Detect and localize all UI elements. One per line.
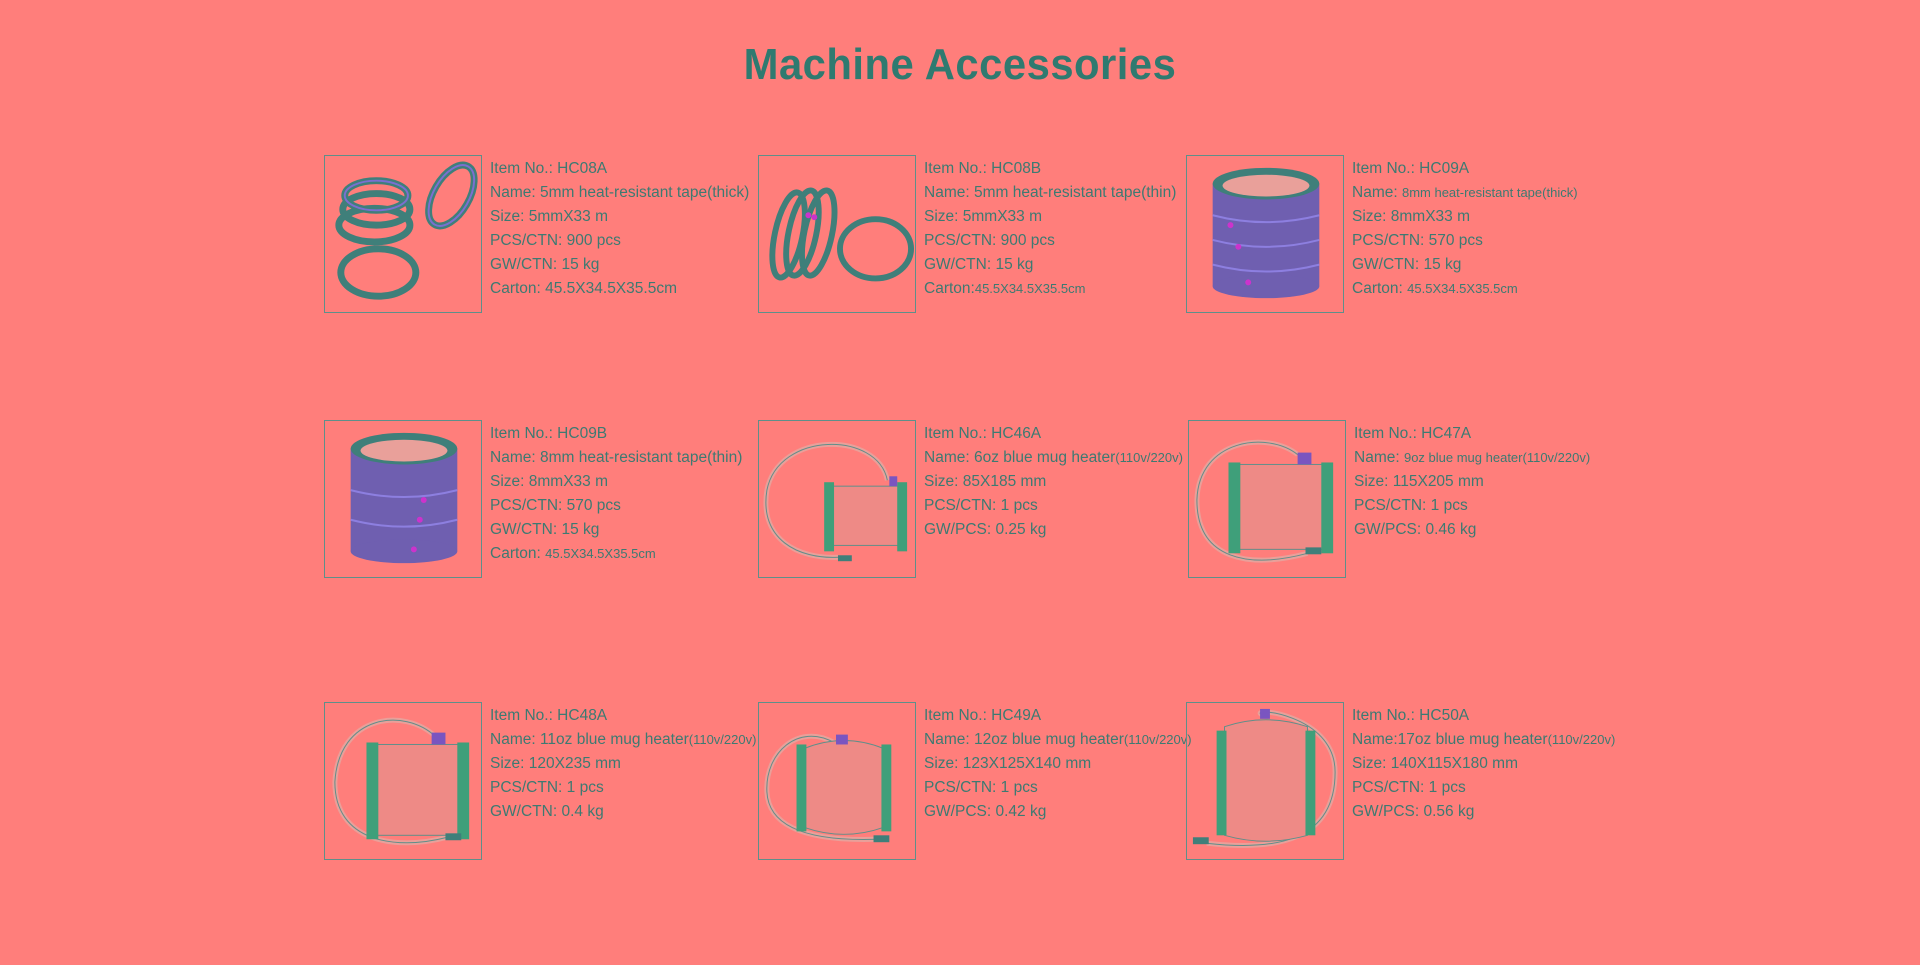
- item-gross-weight: GW/CTN: 15 kg: [490, 256, 600, 273]
- item-pcs-per-ctn: PCS/CTN: 1 pcs: [1352, 779, 1466, 796]
- item-number: Item No.: HC09A: [1352, 160, 1470, 177]
- item-number: Item No.: HC47A: [1354, 425, 1472, 442]
- item-number: Item No.: HC48A: [490, 707, 608, 724]
- item-carton: Carton: 45.5X34.5X35.5cm: [1352, 280, 1518, 297]
- item-gross-weight: GW/PCS: 0.25 kg: [924, 521, 1047, 538]
- item-name: Name: 6oz blue mug heater(110v/220v): [924, 449, 1183, 466]
- item-pcs-per-ctn: PCS/CTN: 1 pcs: [1354, 497, 1468, 514]
- mug-heater-icon: [758, 702, 916, 860]
- tape-roll-icon: [324, 420, 482, 578]
- item-size: Size: 123X125X140 mm: [924, 755, 1092, 772]
- item-number: Item No.: HC49A: [924, 707, 1042, 724]
- item-pcs-per-ctn: PCS/CTN: 1 pcs: [924, 497, 1038, 514]
- item-carton: Carton: 45.5X34.5X35.5cm: [490, 280, 677, 297]
- item-number: Item No.: HC46A: [924, 425, 1042, 442]
- mug-heater-icon: [1188, 420, 1346, 578]
- mug-heater-icon: [758, 420, 916, 578]
- item-gross-weight: GW/CTN: 15 kg: [490, 521, 600, 538]
- mug-heater-icon: [324, 702, 482, 860]
- item-name: Name: 11oz blue mug heater(110v/220v): [490, 731, 757, 748]
- tape-rings-thin-icon: [758, 155, 916, 313]
- item-number: Item No.: HC09B: [490, 425, 608, 442]
- item-pcs-per-ctn: PCS/CTN: 1 pcs: [924, 779, 1038, 796]
- item-pcs-per-ctn: PCS/CTN: 1 pcs: [490, 779, 604, 796]
- item-pcs-per-ctn: PCS/CTN: 570 pcs: [490, 497, 621, 514]
- item-carton: Carton: 45.5X34.5X35.5cm: [490, 545, 656, 562]
- item-pcs-per-ctn: PCS/CTN: 570 pcs: [1352, 232, 1483, 249]
- page-title: Machine Accessories: [743, 40, 1177, 89]
- item-pcs-per-ctn: PCS/CTN: 900 pcs: [924, 232, 1055, 249]
- item-size: Size: 5mmX33 m: [924, 208, 1043, 225]
- item-number: Item No.: HC08A: [490, 160, 608, 177]
- item-size: Size: 140X115X180 mm: [1352, 755, 1519, 772]
- tape-rings-icon: [324, 155, 482, 313]
- item-name: Name: 5mm heat-resistant tape(thick): [490, 184, 750, 201]
- item-size: Size: 8mmX33 m: [1352, 208, 1471, 225]
- item-number: Item No.: HC08B: [924, 160, 1042, 177]
- mug-heater-icon: [1186, 702, 1344, 860]
- item-gross-weight: GW/CTN: 0.4 kg: [490, 803, 604, 820]
- item-gross-weight: GW/PCS: 0.46 kg: [1354, 521, 1477, 538]
- item-name: Name:17oz blue mug heater(110v/220v): [1352, 731, 1616, 748]
- item-carton: Carton:45.5X34.5X35.5cm: [924, 280, 1086, 297]
- item-size: Size: 120X235 mm: [490, 755, 621, 772]
- item-size: Size: 85X185 mm: [924, 473, 1047, 490]
- item-gross-weight: GW/PCS: 0.56 kg: [1352, 803, 1475, 820]
- item-number: Item No.: HC50A: [1352, 707, 1470, 724]
- item-name: Name: 9oz blue mug heater(110v/220v): [1354, 449, 1591, 466]
- item-pcs-per-ctn: PCS/CTN: 900 pcs: [490, 232, 621, 249]
- item-name: Name: 8mm heat-resistant tape(thick): [1352, 184, 1578, 201]
- item-name: Name: 12oz blue mug heater(110v/220v): [924, 731, 1192, 748]
- item-size: Size: 5mmX33 m: [490, 208, 609, 225]
- tape-roll-icon: [1186, 155, 1344, 313]
- item-gross-weight: GW/PCS: 0.42 kg: [924, 803, 1047, 820]
- item-gross-weight: GW/CTN: 15 kg: [1352, 256, 1462, 273]
- item-name: Name: 5mm heat-resistant tape(thin): [924, 184, 1177, 201]
- item-size: Size: 115X205 mm: [1354, 473, 1484, 490]
- item-size: Size: 8mmX33 m: [490, 473, 609, 490]
- item-gross-weight: GW/CTN: 15 kg: [924, 256, 1034, 273]
- item-name: Name: 8mm heat-resistant tape(thin): [490, 449, 743, 466]
